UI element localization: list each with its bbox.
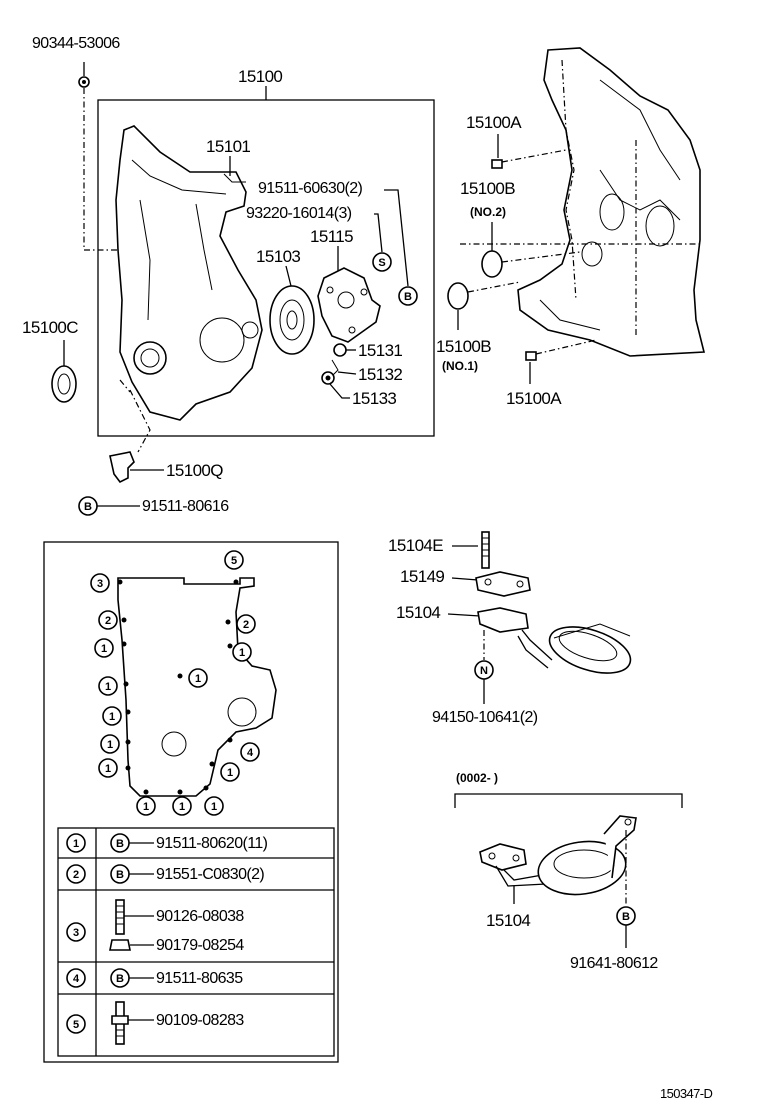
callout-s-icon <box>372 252 392 272</box>
label-date-range: (0002- ) <box>456 771 498 785</box>
label-15104E: 15104E <box>388 536 443 555</box>
pump-cover-icon <box>317 267 381 343</box>
engine-block-icon <box>517 47 706 357</box>
oil-seal-15100C-icon <box>51 365 77 403</box>
callout-2-left: 2 <box>105 615 111 627</box>
label-15100B-top: 15100B <box>460 179 515 198</box>
strainer-body-icon <box>548 626 632 674</box>
callout-5: 5 <box>231 555 237 567</box>
bolt-callouts: 5 3 2 2 1 1 1 1 1 1 4 1 1 1 1 1 <box>90 550 260 816</box>
callout-s-letter: S <box>378 257 385 269</box>
label-91641-80612: 91641-80612 <box>570 955 658 972</box>
figure-code: 150347-D <box>660 1086 713 1101</box>
row-4-letter: B <box>116 973 124 985</box>
callout-1-i: 1 <box>143 801 149 813</box>
callout-1-d: 1 <box>105 681 111 693</box>
label-15100C: 15100C <box>22 318 78 337</box>
callout-1-a: 1 <box>101 643 107 655</box>
o-ring-no2-icon <box>481 250 503 278</box>
row-4-num: 4 <box>73 973 80 985</box>
callout-1-b: 1 <box>239 647 245 659</box>
row-3-part-2: 90179-08254 <box>156 937 244 954</box>
label-94150-10641: 94150-10641(2) <box>432 709 538 726</box>
bolt-table-row-2: 2 B 91551-C0830(2) <box>66 864 265 884</box>
callout-1-g: 1 <box>105 763 111 775</box>
strainer2-flange-icon <box>479 843 527 871</box>
callout-1-k: 1 <box>211 801 217 813</box>
dowel-pin-bot-icon <box>525 351 537 361</box>
label-15133: 15133 <box>352 389 396 408</box>
bolt-location-panel: 5 3 2 2 1 1 1 1 1 1 4 1 1 1 1 1 <box>43 541 339 1063</box>
row-3-num: 3 <box>73 927 79 939</box>
callout-b-icon <box>398 286 418 306</box>
callout-4: 4 <box>247 747 254 759</box>
engine-block-group: 15100A 15100B (NO.2) 15100B (NO.1) 15100… <box>436 47 706 408</box>
bolt-table-row-5: 5 90109-08283 <box>66 1001 245 1045</box>
timing-cover-group: 15100 90344-53006 15101 91511-60630(2) 9… <box>22 35 435 516</box>
gasket-15149-icon <box>475 571 531 597</box>
row-2-num: 2 <box>73 869 79 881</box>
label-93220-16014: 93220-16014(3) <box>246 205 352 222</box>
row-1-part: 91511-80620(11) <box>156 835 268 852</box>
bolt-table: 1 B 91511-80620(11) 2 B 91551-C0830(2) 3 <box>57 827 335 1057</box>
row-2-letter: B <box>116 869 124 881</box>
row-2-part: 91551-C0830(2) <box>156 866 264 883</box>
callout-1-f: 1 <box>107 739 113 751</box>
row-5-num: 5 <box>73 1019 79 1031</box>
bolt-table-row-3: 3 90126-08038 90179-08254 <box>66 899 245 954</box>
callout-1-c: 1 <box>195 673 201 685</box>
nut-icon <box>109 939 131 951</box>
oil-strainer-group: 15104E 15149 15104 N 94150-10641(2) <box>388 531 632 726</box>
label-15104-top: 15104 <box>396 603 440 622</box>
strainer-flange-icon <box>477 607 529 633</box>
label-15104-bot: 15104 <box>486 911 530 930</box>
strainer-variant-group: (0002- ) 15104 B 91641-80612 <box>454 771 683 972</box>
label-91511-80616: 91511-80616 <box>142 498 229 515</box>
label-15103: 15103 <box>256 247 300 266</box>
callout-2-right: 2 <box>243 619 249 631</box>
callout-b-letter-3: B <box>622 911 630 923</box>
callout-1-h: 1 <box>227 767 233 779</box>
callout-3: 3 <box>97 578 103 590</box>
label-15132: 15132 <box>358 365 402 384</box>
bolt-holes <box>117 579 239 795</box>
row-5-part: 90109-08283 <box>156 1012 244 1029</box>
callout-1-j: 1 <box>179 801 185 813</box>
label-15100A-top: 15100A <box>466 113 522 132</box>
label-15100Q: 15100Q <box>166 461 223 480</box>
label-15100A-bot: 15100A <box>506 389 562 408</box>
callout-1-e: 1 <box>109 711 115 723</box>
label-15149: 15149 <box>400 567 444 586</box>
timing-cover-icon <box>115 125 263 421</box>
label-15101: 15101 <box>206 137 250 156</box>
callout-b-letter: B <box>404 291 412 303</box>
relief-valve-icon <box>333 343 347 357</box>
row-1-letter: B <box>116 838 124 850</box>
row-4-part: 91511-80635 <box>156 970 243 987</box>
o-ring-no1-icon <box>447 282 469 310</box>
oil-seal-bore-icon <box>133 341 167 375</box>
label-15100B-bot: 15100B <box>436 337 491 356</box>
label-15115: 15115 <box>310 227 353 246</box>
stud-bolt-icon <box>115 899 125 935</box>
strainer2-bracket-icon <box>603 815 637 879</box>
row-3-part-1: 90126-08038 <box>156 908 244 925</box>
union-15100Q-icon <box>109 451 135 484</box>
dowel-pin-top-icon <box>491 159 503 169</box>
callout-n-letter: N <box>480 665 488 677</box>
label-15100: 15100 <box>238 67 282 86</box>
label-90344-53006: 90344-53006 <box>32 35 120 52</box>
pump-rotor-icon <box>269 285 315 355</box>
bolt-table-row-4: 4 B 91511-80635 <box>66 968 244 988</box>
label-91511-60630: 91511-60630(2) <box>258 180 363 197</box>
bolt-table-row-1: 1 B 91511-80620(11) <box>66 833 268 853</box>
label-no1: (NO.1) <box>442 359 478 373</box>
label-15131: 15131 <box>358 341 402 360</box>
row-1-num: 1 <box>73 838 79 850</box>
bolt-panel-frame <box>43 541 339 1063</box>
label-no2: (NO.2) <box>470 205 506 219</box>
callout-b-letter-2: B <box>84 501 92 513</box>
